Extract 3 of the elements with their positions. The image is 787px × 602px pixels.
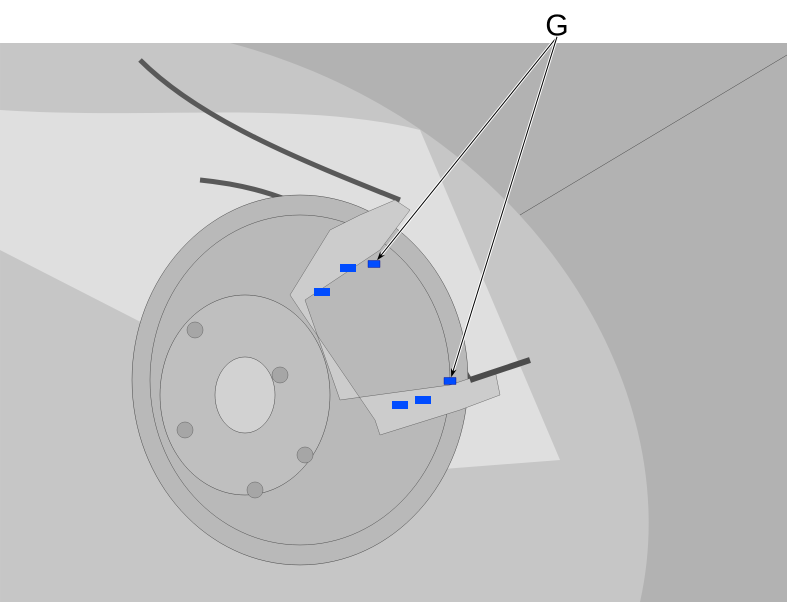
clip (444, 377, 456, 385)
callout-letter: G (546, 14, 566, 36)
clip (368, 260, 380, 268)
